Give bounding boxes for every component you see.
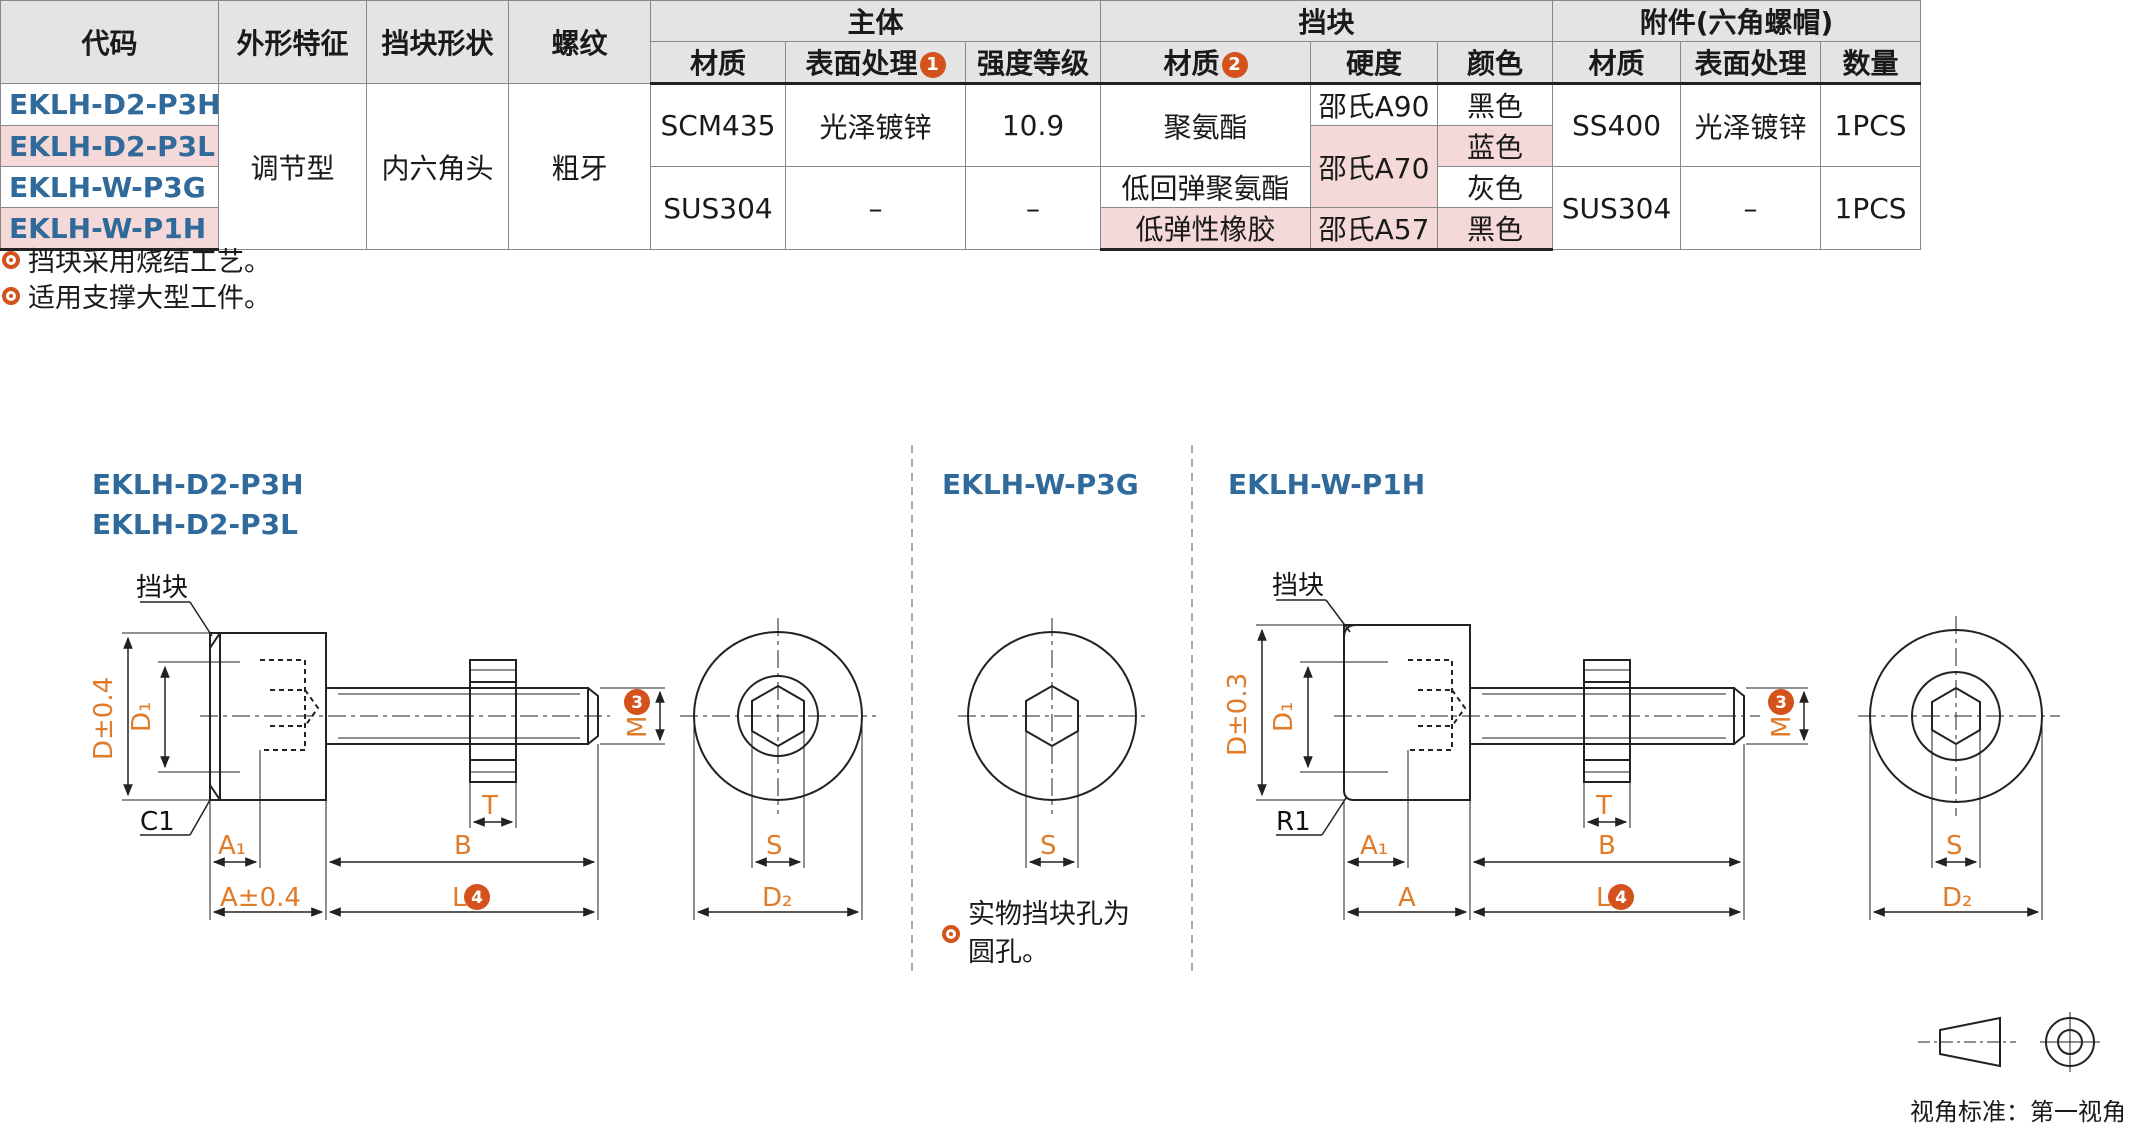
note-badge-1: 1 xyxy=(919,52,946,78)
code-cell[interactable]: EKLH-D2-P3L xyxy=(0,125,219,167)
dim-m-left: M xyxy=(623,716,653,738)
table-row: EKLH-W-P1H 低弹性橡胶 邵氏A57 黑色 xyxy=(0,207,1921,251)
dim-b-left: B xyxy=(454,831,472,861)
r1-label: R1 xyxy=(1276,807,1311,837)
acc-qty-cell: 1PCS xyxy=(1820,83,1922,167)
header-stopper: 挡块 xyxy=(1100,0,1554,42)
header-body: 主体 xyxy=(649,0,1102,42)
badge-3-right: 3 xyxy=(1775,693,1787,713)
header-acc-qty: 数量 xyxy=(1820,41,1922,85)
color-cell: 黑色 xyxy=(1437,207,1554,251)
header-accessory: 附件(六角螺帽) xyxy=(1552,0,1922,42)
header-acc-material: 材质 xyxy=(1552,41,1682,85)
stopper-label-left: 挡块 xyxy=(136,573,188,603)
mid-note-text: 实物挡块孔为圆孔。 xyxy=(968,899,1130,968)
right-drawing-title: EKLH-W-P1H xyxy=(1228,468,1426,501)
dim-d-left: D±0.4 xyxy=(89,677,119,760)
mid-drawing-title: EKLH-W-P3G xyxy=(942,468,1139,501)
dim-m-right: M xyxy=(1767,716,1797,738)
dim-a-right: A xyxy=(1398,883,1416,913)
dim-d2-left: D₂ xyxy=(762,883,792,913)
first-angle-projection-icon xyxy=(1918,1012,2100,1072)
bullet-icon xyxy=(2,250,20,269)
dim-l-left: L xyxy=(452,883,467,913)
note-1-text: 挡块采用烧结工艺。 xyxy=(28,247,271,278)
bullet-icon xyxy=(942,925,960,943)
dim-a-left: A±0.4 xyxy=(220,883,301,913)
header-acc-surface: 表面处理 xyxy=(1680,41,1822,85)
mid-note: 实物挡块孔为圆孔。 xyxy=(942,896,1148,972)
dim-d-right: D±0.3 xyxy=(1223,673,1253,756)
header-code: 代码 xyxy=(0,0,219,84)
left-drawing-title-2: EKLH-D2-P3L xyxy=(92,508,298,541)
left-drawing-title-1: EKLH-D2-P3H xyxy=(92,468,304,501)
header-body-surface-label: 表面处理 xyxy=(805,47,918,80)
table-row: EKLH-D2-P3L 邵氏A70 蓝色 xyxy=(0,125,1921,208)
note-2: 适用支撑大型工件。 xyxy=(2,276,271,315)
acc-qty-cell: 1PCS xyxy=(1820,166,1922,250)
header-body-material: 材质 xyxy=(650,41,786,85)
dim-t-right: T xyxy=(1595,791,1612,821)
dim-d1-left: D₁ xyxy=(127,702,157,732)
dim-b-right: B xyxy=(1598,831,1616,861)
note-badge-2: 2 xyxy=(1221,52,1248,78)
acc-surface-cell: – xyxy=(1680,166,1822,250)
stopper-label-right: 挡块 xyxy=(1272,571,1324,601)
view-standard-label: 视角标准：第一视角 xyxy=(1910,1098,2126,1126)
mid-front-view xyxy=(958,618,1148,868)
body-surface-cell: – xyxy=(785,166,966,250)
dim-a1-right: A₁ xyxy=(1360,831,1388,861)
body-surface-cell: 光泽镀锌 xyxy=(785,83,966,167)
dim-s-mid: S xyxy=(1040,831,1057,861)
dim-s-right: S xyxy=(1946,831,1963,861)
stopper-material-cell: 聚氨酯 xyxy=(1100,83,1312,167)
dim-d1-right: D₁ xyxy=(1269,702,1299,732)
color-cell: 黑色 xyxy=(1437,83,1554,126)
badge-3-left: 3 xyxy=(631,693,643,713)
dim-d2-right: D₂ xyxy=(1942,883,1972,913)
hardness-cell: 邵氏A70 xyxy=(1310,125,1439,208)
left-side-view xyxy=(122,601,665,920)
dim-l-right: L xyxy=(1596,883,1611,913)
code-cell[interactable]: EKLH-W-P1H xyxy=(0,207,219,251)
header-stop-material-label: 材质 xyxy=(1163,47,1220,80)
stopper-material-cell: 低回弹聚氨酯 xyxy=(1100,166,1312,208)
acc-material-cell: SS400 xyxy=(1552,83,1682,167)
drawing-badges: 4 4 3 3 xyxy=(464,689,1794,910)
stopper-material-cell: 低弹性橡胶 xyxy=(1100,207,1312,251)
hardness-cell: 邵氏A57 xyxy=(1310,207,1439,251)
shape-cell: 调节型 xyxy=(218,83,367,250)
right-front-view xyxy=(1858,616,2060,920)
header-stop-hardness: 硬度 xyxy=(1310,41,1439,85)
dim-t-left: T xyxy=(481,791,498,821)
body-grade-cell: 10.9 xyxy=(964,83,1102,167)
badge-4-left: 4 xyxy=(471,888,483,908)
header-stop-color: 颜色 xyxy=(1437,41,1554,85)
code-cell[interactable]: EKLH-W-P3G xyxy=(0,166,219,208)
note-1: 挡块采用烧结工艺。 xyxy=(2,240,271,279)
left-front-view xyxy=(680,618,876,920)
header-body-grade: 强度等级 xyxy=(964,41,1102,85)
c1-label: C1 xyxy=(140,807,175,837)
right-side-view xyxy=(1256,599,1809,920)
table-row: EKLH-W-P3G SUS304 – – 低回弹聚氨酯 灰色 SUS304 –… xyxy=(0,166,1922,250)
badge-4-right: 4 xyxy=(1615,888,1627,908)
header-thread: 螺纹 xyxy=(508,0,651,84)
body-grade-cell: – xyxy=(964,166,1102,250)
note-2-text: 适用支撑大型工件。 xyxy=(28,283,271,314)
dim-s-left: S xyxy=(766,831,783,861)
color-cell: 蓝色 xyxy=(1437,125,1554,167)
dim-a1-left: A₁ xyxy=(218,831,246,861)
body-material-cell: SUS304 xyxy=(650,166,786,250)
bullet-icon xyxy=(2,286,20,305)
thread-cell: 粗牙 xyxy=(508,83,651,250)
table-row: EKLH-D2-P3H 调节型 内六角头 粗牙 SCM435 光泽镀锌 10.9… xyxy=(0,83,1922,250)
drawing-labels: 挡块 挡块 D±0.4 D₁ D±0.3 D₁ C1 R1 A₁ B A±0.4… xyxy=(89,571,1972,913)
header-stopper-shape: 挡块形状 xyxy=(366,0,509,84)
